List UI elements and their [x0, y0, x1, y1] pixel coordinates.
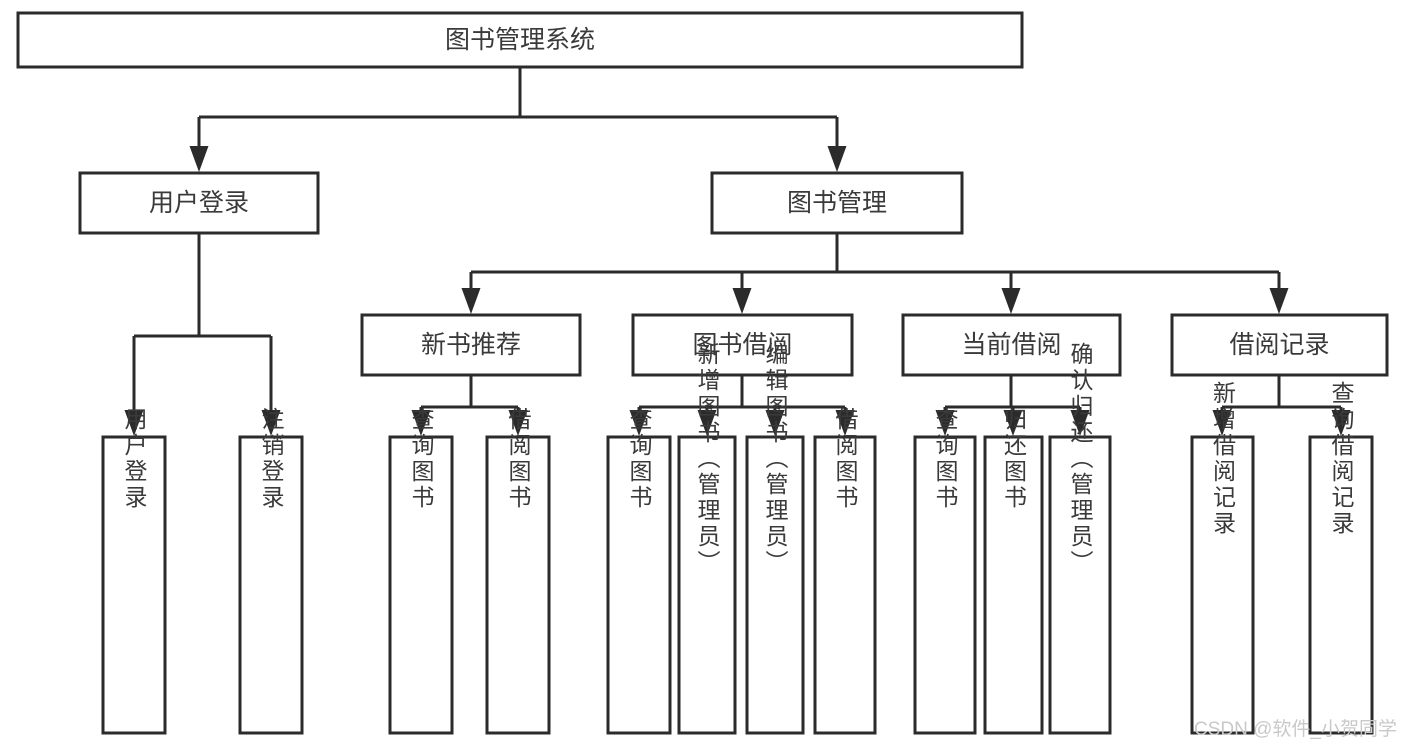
leaf-node[interactable]: 归还图书 [983, 407, 1044, 735]
node-label: 图书借阅 [692, 331, 792, 359]
node-box[interactable] [360, 313, 582, 377]
node-label: 当前借阅 [961, 331, 1061, 359]
connector-group [1212, 375, 1351, 436]
node-label: 图书管理系统 [445, 26, 595, 54]
submodule-node[interactable]: 当前借阅 [901, 313, 1122, 377]
module-node[interactable]: 用户登录 [78, 171, 320, 235]
root-node[interactable]: 图书管理系统 [16, 11, 1024, 69]
node-label: 借阅图书 [832, 407, 859, 511]
arrow-head-icon [629, 410, 649, 436]
node-box[interactable] [606, 435, 672, 735]
leaf-node[interactable]: 确认归还（管理员） [1048, 342, 1112, 735]
connector-group [461, 233, 1289, 314]
node-layer: 图书管理系统用户登录图书管理新书推荐图书借阅当前借阅借阅记录用户登录注销登录查询… [16, 11, 1389, 735]
node-label: 新书推荐 [421, 331, 521, 359]
leaf-node[interactable]: 查询图书 [388, 407, 454, 735]
submodule-node[interactable]: 新书推荐 [360, 313, 582, 377]
arrow-head-icon [124, 410, 144, 436]
arrow-head-icon [411, 410, 431, 436]
leaf-node[interactable]: 借阅图书 [485, 407, 551, 735]
connector-group [411, 375, 528, 436]
node-box[interactable] [677, 435, 737, 735]
node-label: 确认归还（管理员） [1067, 342, 1094, 576]
node-box[interactable] [16, 11, 1024, 69]
node-label: 查询图书 [626, 407, 653, 511]
arrow-head-icon [261, 410, 281, 436]
arrow-head-icon [1001, 288, 1021, 314]
leaf-node[interactable]: 查询借阅记录 [1308, 381, 1374, 735]
node-box[interactable] [1048, 435, 1112, 735]
node-label: 注销登录 [258, 407, 285, 511]
node-label: 用户登录 [121, 407, 148, 511]
connector-group [189, 67, 847, 172]
submodule-node[interactable]: 借阅记录 [1170, 313, 1389, 377]
connector-group [124, 233, 281, 436]
leaf-node[interactable]: 用户登录 [101, 407, 167, 735]
module-node[interactable]: 图书管理 [710, 171, 964, 235]
node-label: 查询借阅记录 [1328, 381, 1355, 537]
node-label: 图书管理 [787, 189, 887, 217]
leaf-node[interactable]: 注销登录 [238, 407, 304, 735]
arrow-head-icon [189, 146, 209, 172]
arrow-head-icon [935, 410, 955, 436]
node-label: 归还图书 [1001, 407, 1028, 511]
node-label: 新增借阅记录 [1210, 381, 1237, 537]
connector-layer [124, 67, 1351, 436]
leaf-node[interactable]: 新增借阅记录 [1190, 381, 1255, 735]
node-box[interactable] [78, 171, 320, 235]
node-label: 借阅记录 [1229, 331, 1329, 359]
connector-group [629, 375, 855, 436]
arrow-head-icon [1212, 410, 1232, 436]
arrow-head-icon [732, 288, 752, 314]
arrow-head-icon [508, 410, 528, 436]
node-box[interactable] [913, 435, 977, 735]
arrow-head-icon [1070, 410, 1090, 436]
node-box[interactable] [388, 435, 454, 735]
node-box[interactable] [238, 435, 304, 735]
node-box[interactable] [631, 313, 854, 377]
arrow-head-icon [461, 288, 481, 314]
leaf-node[interactable]: 查询图书 [606, 407, 672, 735]
node-box[interactable] [1308, 435, 1374, 735]
node-box[interactable] [485, 435, 551, 735]
node-label: 查询图书 [408, 407, 435, 511]
arrow-head-icon [697, 410, 717, 436]
node-box[interactable] [710, 171, 964, 235]
arrow-head-icon [1003, 410, 1023, 436]
leaf-node[interactable]: 新增图书（管理员） [677, 342, 737, 735]
node-box[interactable] [745, 435, 805, 735]
arrow-head-icon [765, 410, 785, 436]
connector-group [935, 375, 1090, 436]
submodule-node[interactable]: 图书借阅 [631, 313, 854, 377]
node-label: 借阅图书 [505, 407, 532, 511]
node-box[interactable] [813, 435, 877, 735]
arrow-head-icon [835, 410, 855, 436]
arrow-head-icon [1331, 410, 1351, 436]
leaf-node[interactable]: 查询图书 [913, 407, 977, 735]
node-label: 查询图书 [932, 407, 959, 511]
node-label: 编辑图书（管理员） [762, 342, 789, 576]
leaf-node[interactable]: 借阅图书 [813, 407, 877, 735]
csdn-watermark: CSDN @软件_小贺同学 [1194, 718, 1397, 740]
node-box[interactable] [101, 435, 167, 735]
node-box[interactable] [901, 313, 1122, 377]
node-label: 新增图书（管理员） [694, 342, 721, 576]
node-box[interactable] [1170, 313, 1389, 377]
leaf-node[interactable]: 编辑图书（管理员） [745, 342, 805, 735]
node-box[interactable] [983, 435, 1044, 735]
node-label: 用户登录 [149, 189, 249, 217]
arrow-head-icon [827, 146, 847, 172]
node-box[interactable] [1190, 435, 1255, 735]
arrow-head-icon [1269, 288, 1289, 314]
